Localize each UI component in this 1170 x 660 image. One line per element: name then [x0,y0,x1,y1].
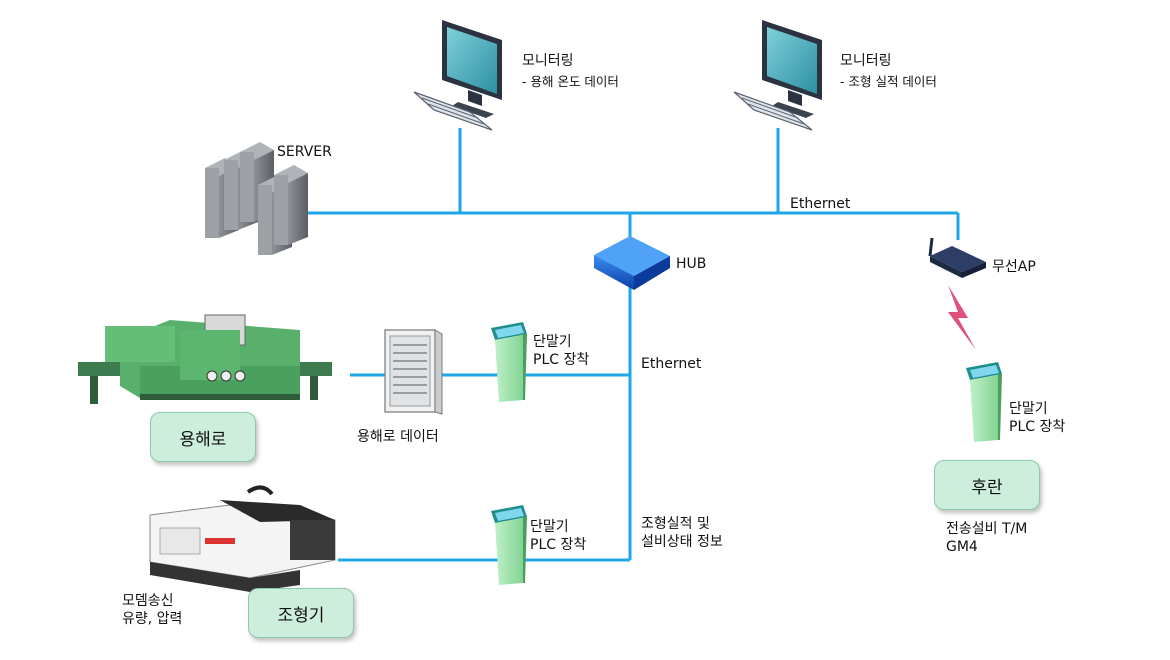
melting-furnace-label: 용해로 [150,412,256,462]
terminal-kiosk-icon [491,505,527,585]
terminal-kiosk-icon [491,322,527,402]
terminal-2-label: 단말기 PLC 장착 [530,519,587,553]
terminal-kiosk-icon [966,362,1002,442]
server-rack-icon [205,142,308,255]
terminal-3-label: 단말기 PLC 장착 [1009,401,1066,435]
molding-note-label: 모뎀송신 유량, 압력 [122,593,183,627]
server-label: SERVER [277,144,332,160]
control-cabinet-icon [384,329,443,415]
wireless-ap-icon [928,237,986,278]
monitor-2-title: 모니터링 [840,53,892,69]
molding-machine-label: 조형기 [248,588,354,638]
molding-machine-icon [149,485,336,592]
wireless-signal-icon [948,285,976,350]
melting-data-label: 용해로 데이터 [357,429,439,445]
ethernet-top-label: Ethernet [790,196,851,212]
post-note-label: 전송설비 T/M GM4 [946,521,1028,555]
hub-label: HUB [676,256,707,272]
ethernet-mid-label: Ethernet [641,356,702,372]
wireless-ap-label: 무선AP [992,259,1036,275]
monitor-1-subtitle: - 용해 온도 데이터 [522,74,619,89]
terminal-1-label: 단말기 PLC 장착 [533,334,590,368]
monitor-computer-icon [733,20,822,131]
monitor-2-subtitle: - 조형 실적 데이터 [840,74,937,89]
molding-info-label: 조형실적 및 설비상태 정보 [641,516,723,550]
monitor-1-title: 모니터링 [522,53,574,69]
post-process-label: 후란 [934,460,1040,510]
hub-icon [594,236,670,290]
monitor-computer-icon [413,20,502,131]
melting-furnace-machine-icon [78,314,332,404]
